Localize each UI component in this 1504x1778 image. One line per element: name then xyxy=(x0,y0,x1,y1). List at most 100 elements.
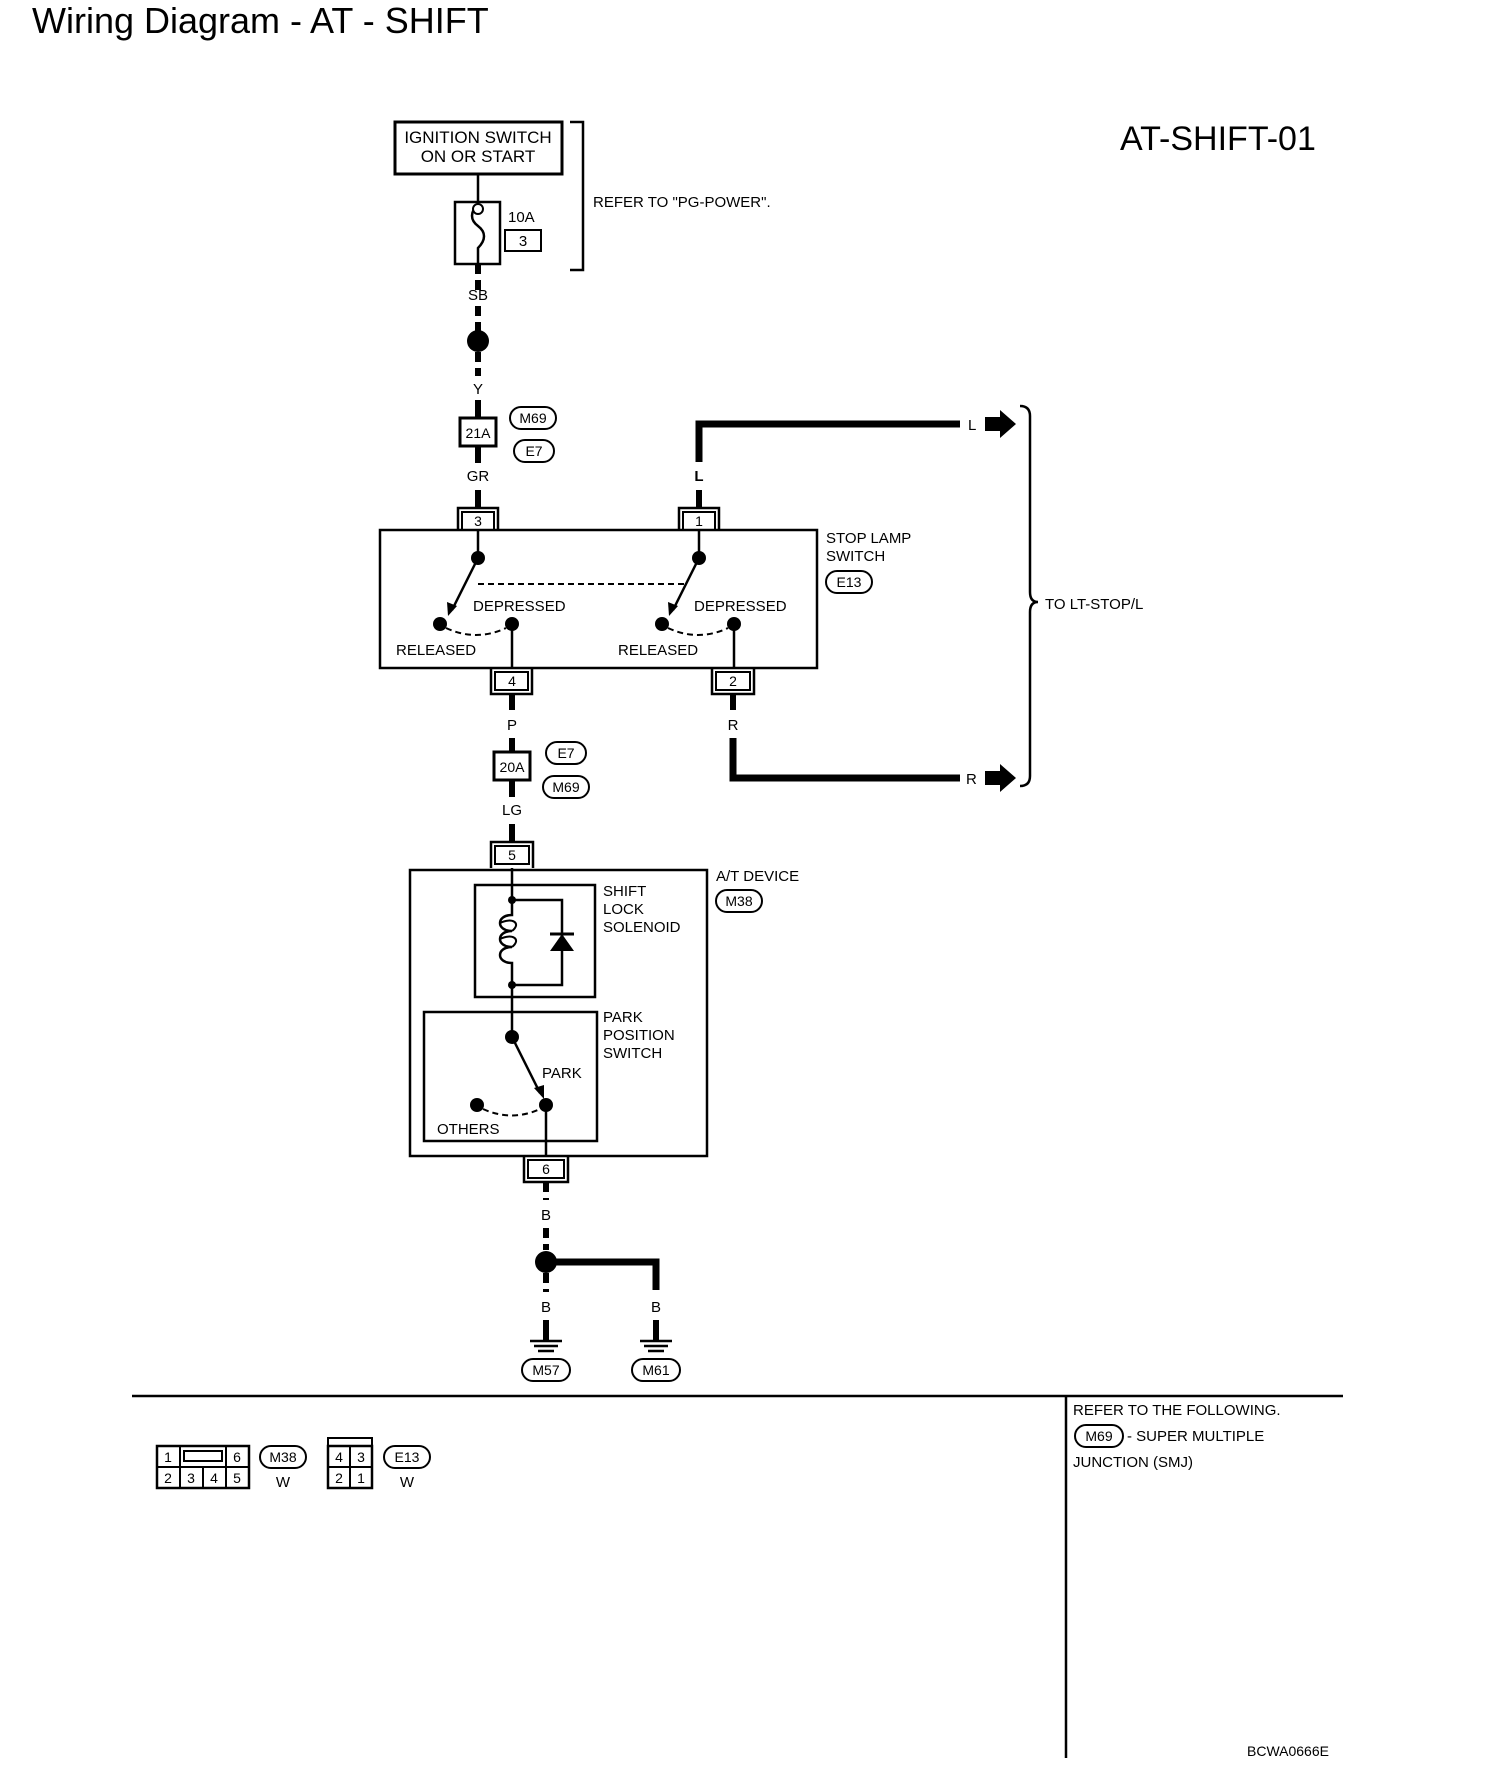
wire-b-branch xyxy=(556,1258,660,1290)
park-switch-label-1: PARK xyxy=(603,1009,643,1026)
solenoid-label-2: LOCK xyxy=(603,901,644,918)
park-switch-blade xyxy=(510,1036,542,1094)
switch-blade-2-arrow xyxy=(668,602,678,616)
wire-label-gr: GR xyxy=(467,468,490,485)
ignition-switch-label: IGNITION SWITCH xyxy=(404,128,551,147)
ignition-switch-state: ON OR START xyxy=(421,147,536,166)
connector-tag-m69-bottom-label: M69 xyxy=(552,779,579,795)
pin-6: 6 xyxy=(542,1161,550,1177)
solenoid-label-1: SHIFT xyxy=(603,883,646,900)
connector-tag-e13-label: E13 xyxy=(837,574,862,590)
reference-connector: M69 xyxy=(1085,1428,1112,1444)
wire-label-r-out: R xyxy=(966,771,977,788)
power-bracket xyxy=(570,120,585,272)
m38-cavity-3: 3 xyxy=(187,1470,195,1486)
wire-label-l: L xyxy=(694,468,703,485)
m38-cavity-2: 2 xyxy=(164,1470,172,1486)
pin-2: 2 xyxy=(729,673,737,689)
reference-line-3: JUNCTION (SMJ) xyxy=(1073,1454,1193,1471)
at-device-name: A/T DEVICE xyxy=(716,868,799,885)
switch-contact-released-1 xyxy=(433,617,447,631)
fuse-element xyxy=(470,174,486,264)
wire-label-r: R xyxy=(728,717,739,734)
wire-l xyxy=(695,420,960,462)
pin-box-2 xyxy=(715,671,751,691)
reference-connector-tag xyxy=(1074,1424,1124,1448)
ground-icon-1 xyxy=(530,1339,562,1353)
connector-view-m38: 1 6 2 3 4 5 xyxy=(155,1444,251,1490)
e13-cavity-4: 4 xyxy=(335,1449,343,1465)
stop-lamp-destination: TO LT-STOP/L xyxy=(1045,596,1143,613)
connector-view-e13-tag xyxy=(383,1445,431,1469)
park-switch-label-3: SWITCH xyxy=(603,1045,662,1062)
e13-cavity-2: 2 xyxy=(335,1470,343,1486)
ground-tag-m57 xyxy=(521,1358,571,1382)
switch-blade-2 xyxy=(671,557,701,611)
arrow-l xyxy=(985,410,1016,438)
ground-tag-m61 xyxy=(631,1358,681,1382)
solenoid-label-3: SOLENOID xyxy=(603,919,681,936)
switch-blade-1 xyxy=(450,557,480,611)
pin-1: 1 xyxy=(695,513,703,529)
wire-label-p: P xyxy=(507,717,517,734)
e13-cavity-3: 3 xyxy=(357,1449,365,1465)
connector-tag-m38-label: M38 xyxy=(725,893,752,909)
connector-tag-e7-bottom xyxy=(545,741,587,765)
solenoid-coil-icon xyxy=(498,900,514,985)
wire-label-l-out: L xyxy=(968,417,976,434)
connector-tag-e7-top xyxy=(513,439,555,463)
pin-box-5 xyxy=(494,845,530,865)
wire-label-b-1: B xyxy=(541,1207,551,1224)
wire-label-lg: LG xyxy=(502,802,522,819)
reference-line-2: - SUPER MULTIPLE xyxy=(1127,1428,1264,1445)
fuse-rating: 10A xyxy=(508,209,535,226)
pin-4: 4 xyxy=(508,673,516,689)
connector-tag-e7-bottom-label: E7 xyxy=(557,745,574,761)
park-switch-label-2: POSITION xyxy=(603,1027,675,1044)
connector-view-e13-name: E13 xyxy=(395,1449,420,1465)
connector-view-e13-color: W xyxy=(400,1474,415,1491)
stop-lamp-bracket xyxy=(1019,404,1039,788)
page-title: Wiring Diagram - AT - SHIFT xyxy=(32,0,489,41)
wire-label-sb: SB xyxy=(468,287,488,304)
splice-point-1 xyxy=(467,330,489,352)
fuse-number-box xyxy=(504,229,542,252)
m38-cavity-5: 5 xyxy=(233,1470,241,1486)
pin-frame-3 xyxy=(456,506,500,530)
connector-tag-e7-top-label: E7 xyxy=(525,443,542,459)
pin-3: 3 xyxy=(474,513,482,529)
ground-icon-2 xyxy=(640,1339,672,1353)
diode-branch xyxy=(512,898,564,987)
park-label: PARK xyxy=(542,1065,582,1082)
pin-box-4 xyxy=(494,671,529,691)
m38-cavity-6: 6 xyxy=(233,1449,241,1465)
park-switch-blade-arrow xyxy=(534,1085,544,1099)
pin-5: 5 xyxy=(508,847,516,863)
ground-tag-m57-label: M57 xyxy=(532,1362,559,1378)
switch-blade-1-arrow xyxy=(447,602,457,616)
e13-cavity-1: 1 xyxy=(357,1470,365,1486)
connector-tag-m69-bottom xyxy=(542,775,590,799)
reference-line-1: REFER TO THE FOLLOWING. xyxy=(1073,1402,1281,1419)
depressed-label-2: DEPRESSED xyxy=(694,598,787,615)
connector-tag-e13 xyxy=(825,570,873,594)
switch-travel-2 xyxy=(667,627,729,636)
connector-view-m38-name: M38 xyxy=(269,1449,296,1465)
splice-point-2 xyxy=(535,1251,557,1273)
diagram-id: AT-SHIFT-01 xyxy=(1120,120,1316,158)
connector-view-e13: 4 3 2 1 xyxy=(326,1437,374,1490)
connector-tag-m38 xyxy=(715,889,763,913)
wire-label-y: Y xyxy=(473,381,483,398)
connector-tag-m69-top xyxy=(509,406,557,430)
m38-cavity-1: 1 xyxy=(164,1449,172,1465)
joint-terminal-20a: 20A xyxy=(500,759,526,775)
others-label: OTHERS xyxy=(437,1121,500,1138)
fuse-terminal xyxy=(472,203,484,215)
ground-tag-m61-label: M61 xyxy=(642,1362,669,1378)
switch-travel-1 xyxy=(445,627,507,636)
connector-view-m38-color: W xyxy=(276,1474,291,1491)
figure-code: BCWA0666E xyxy=(1247,1743,1329,1759)
others-contact xyxy=(470,1098,484,1112)
diode-icon xyxy=(550,934,574,951)
